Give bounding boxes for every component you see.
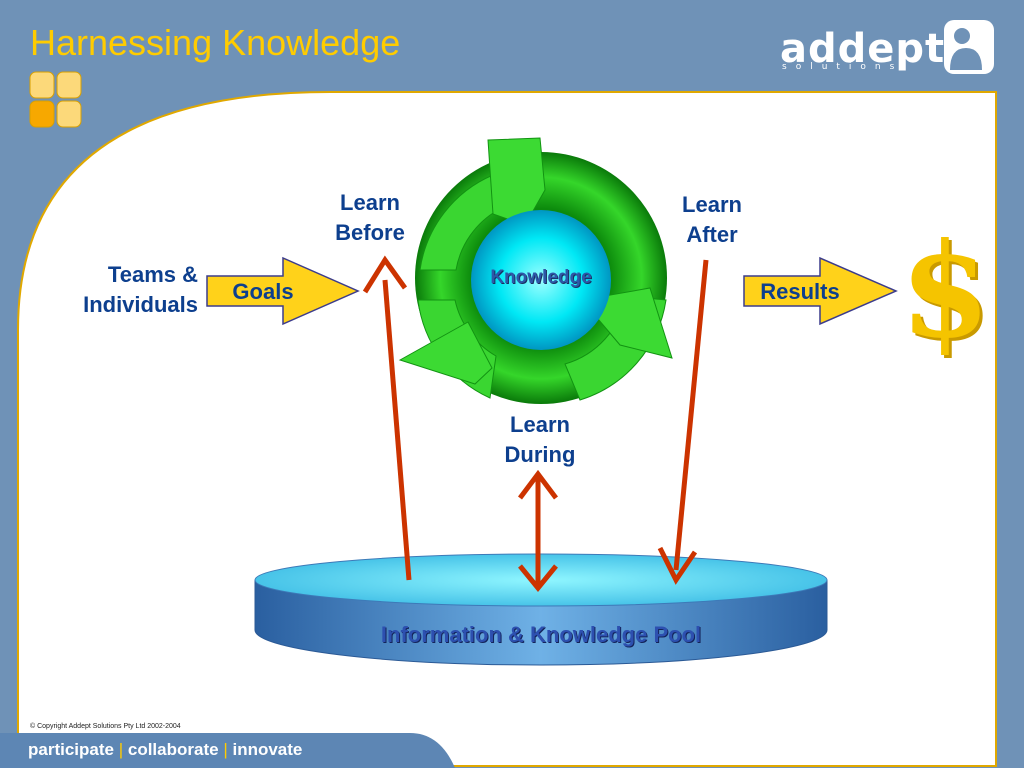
footer-tagline: participate | collaborate | innovate [28,740,302,760]
learn-during-label: Learn During [504,412,576,467]
results-label: Results [760,279,840,304]
addept-logo-sub: solutions [782,62,904,72]
footer-word-participate: participate [28,740,114,759]
teams-individuals-label: Teams & Individuals [83,262,198,317]
goals-label: Goals [232,279,294,304]
learn-during-arrow [518,469,558,592]
page-title: Harnessing Knowledge [30,22,401,63]
learn-before-arrow [362,255,412,581]
learn-after-arrow [657,259,709,585]
dollar-icon: $ [900,214,991,367]
results-arrow [743,256,898,326]
addept-logo-word: addept [780,26,946,72]
footer-separator: | [118,740,124,759]
knowledge-pool [254,553,828,666]
footer-word-collaborate: collaborate [127,740,219,759]
knowledge-label: Knowledge [490,267,592,288]
tiles-icon [29,71,82,128]
pool-label: Information & Knowledge Pool [380,622,702,647]
learn-before-label: Learn Before [335,190,405,245]
footer-separator: | [223,740,228,759]
learn-after-label: Learn After [682,192,742,247]
goals-arrow [206,256,360,326]
copyright: © Copyright Addept Solutions Pty Ltd 200… [30,723,181,730]
footer-word-innovate: innovate [232,740,303,759]
knowledge-cycle [398,137,673,404]
footer-bar [0,733,455,768]
addept-logo-mark [944,20,994,74]
